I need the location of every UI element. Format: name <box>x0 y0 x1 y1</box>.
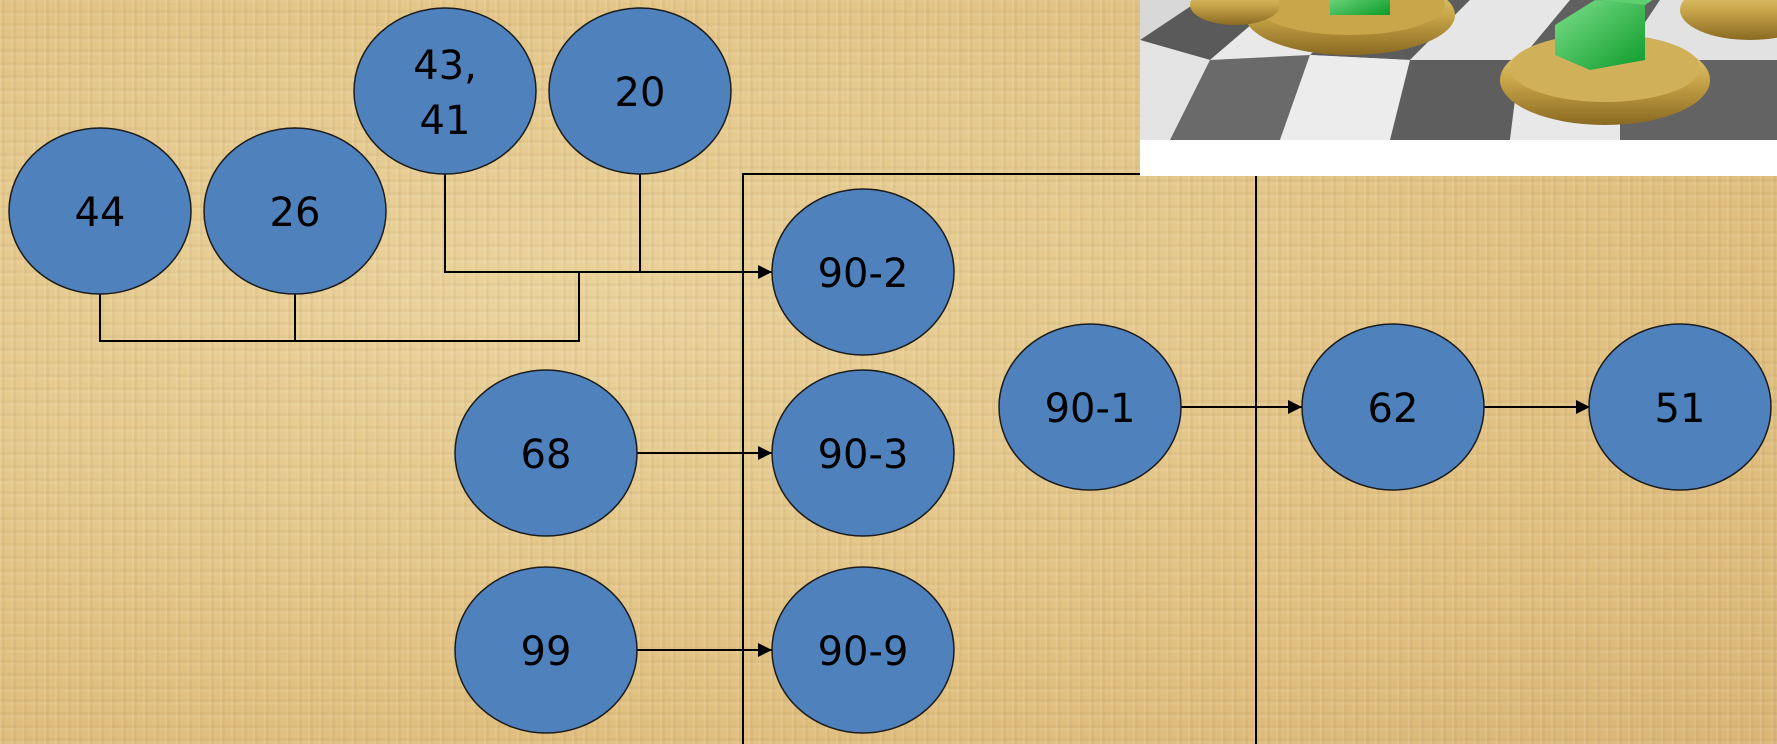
node-20: 20 <box>548 7 732 175</box>
node-label: 90-3 <box>818 432 909 478</box>
node-90-9: 90-9 <box>771 566 955 734</box>
node-26: 26 <box>203 127 387 295</box>
node-label: 90-2 <box>818 251 909 297</box>
node-43-41: 43, 41 <box>353 7 537 175</box>
group-frame <box>742 173 1257 744</box>
node-90-3: 90-3 <box>771 369 955 537</box>
node-68: 68 <box>454 369 638 537</box>
edge-44-26-merge <box>99 272 580 342</box>
connectors <box>99 50 1590 657</box>
node-62: 62 <box>1301 323 1485 491</box>
node-label: 44 <box>75 190 126 236</box>
node-label: 90-9 <box>818 629 909 675</box>
node-44: 44 <box>8 127 192 295</box>
node-label-line-2: 41 <box>420 98 471 144</box>
node-90-1: 90-1 <box>998 323 1182 491</box>
node-label: 51 <box>1655 386 1706 432</box>
node-label: 68 <box>521 432 572 478</box>
node-label: 26 <box>270 190 321 236</box>
node-90-2: 90-2 <box>771 188 955 356</box>
photo-illustration <box>1140 0 1777 176</box>
node-label: 90-1 <box>1045 386 1136 432</box>
node-label: 62 <box>1368 386 1419 432</box>
node-label: 99 <box>521 629 572 675</box>
node-label-line-1: 43, <box>413 43 477 89</box>
node-label: 20 <box>615 70 666 116</box>
node-51: 51 <box>1588 323 1772 491</box>
node-99: 99 <box>454 566 638 734</box>
coins-houses-photo <box>1140 0 1777 176</box>
edge-to-90-2 <box>444 174 772 279</box>
group-boundary <box>742 173 1257 744</box>
